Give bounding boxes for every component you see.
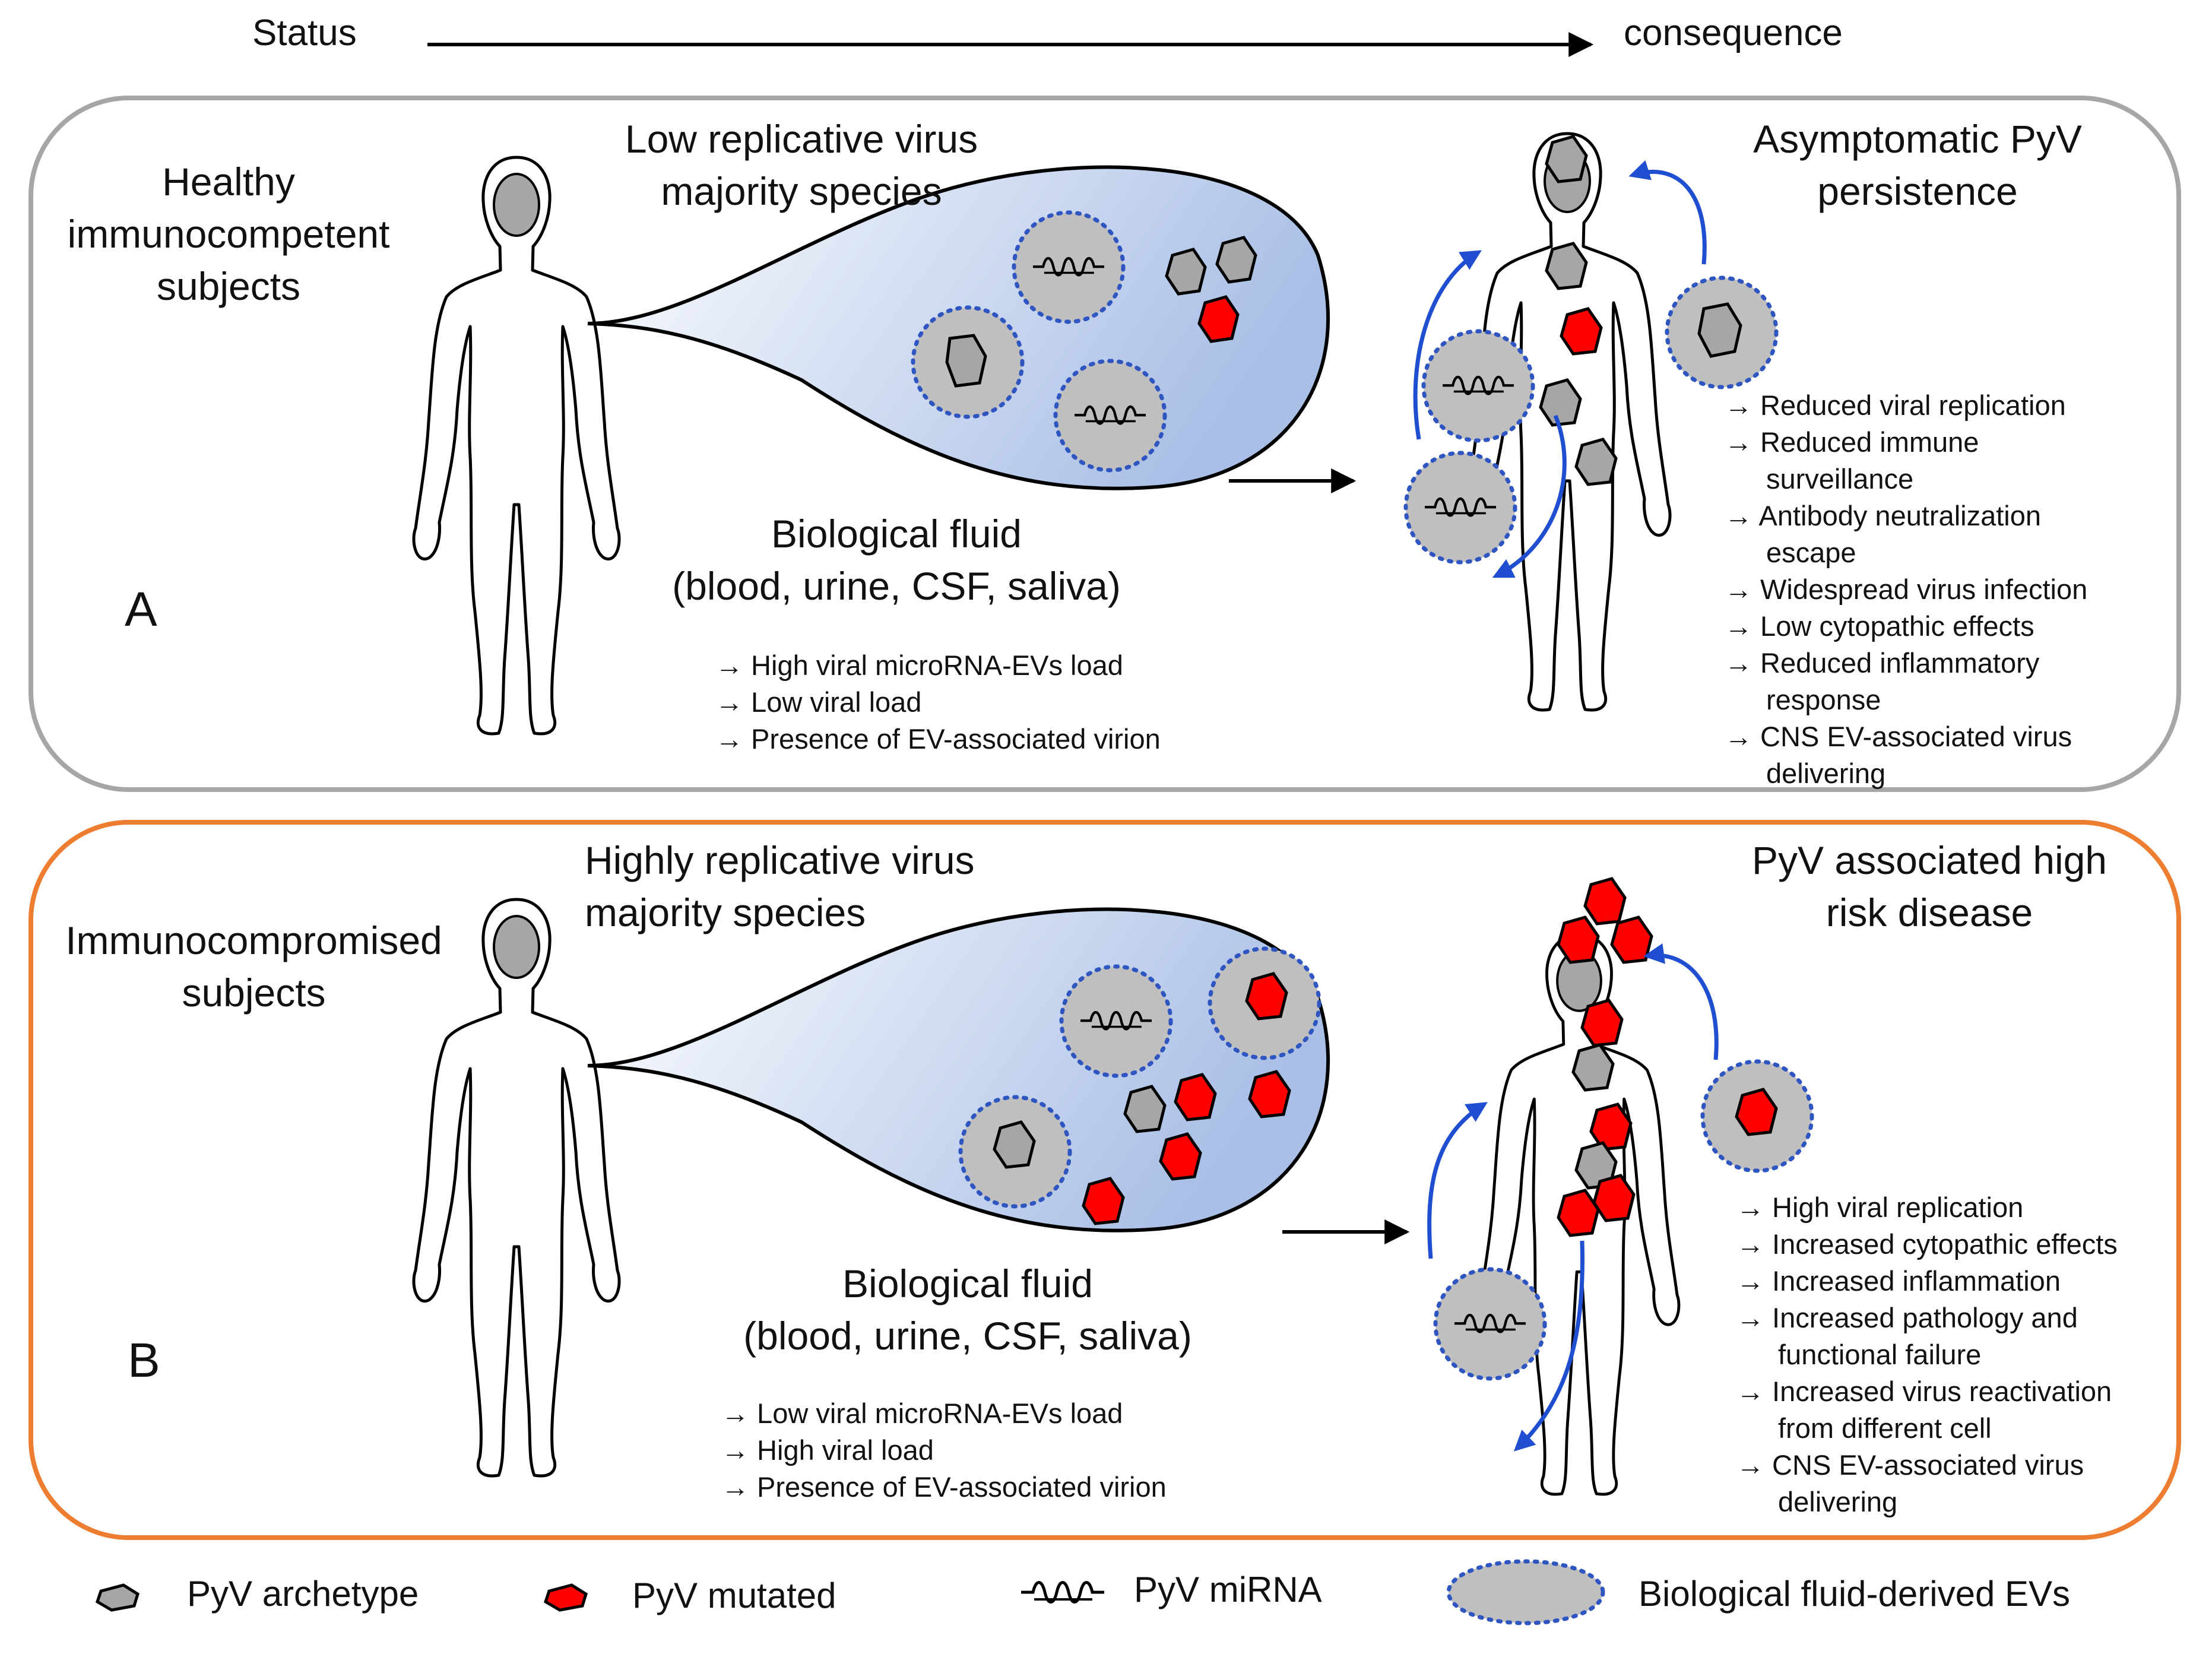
red-hexagon-icon	[1735, 1088, 1778, 1136]
outcome-bullet-line: → Reduced inflammatory	[1725, 647, 2040, 679]
gray-hexagon-icon	[1697, 302, 1742, 358]
outcome-contents-a	[1403, 135, 1779, 578]
fluid-bubble-b	[587, 907, 1330, 1232]
subject-label-b: Immunocompromised subjects	[65, 918, 442, 1015]
outcome-bullet-line: → Increased virus reactivation	[1736, 1376, 2112, 1407]
ev-vesicle-icon	[1446, 1559, 1605, 1626]
gray-hexagon-icon	[1545, 135, 1588, 183]
outcome-bullet-line: → Increased cytopathic effects	[1736, 1228, 2118, 1260]
red-hexagon-icon	[1197, 295, 1240, 343]
gray-hexagon-icon	[1215, 236, 1257, 284]
outcome-bullet-line: escape	[1766, 537, 1856, 568]
blue-arrow	[1427, 1102, 1488, 1259]
head-marker	[493, 173, 540, 237]
virus-title-a: Low replicative virus majority species	[625, 117, 978, 213]
status-label: Status	[252, 12, 357, 53]
outcome-bullet-line: → CNS EV-associated virus	[1736, 1449, 2084, 1481]
fluid-contents-a	[911, 210, 1257, 473]
outcome-bullet-line: → Increased inflammation	[1736, 1265, 2061, 1297]
fluid-bullets-b: → Low viral microRNA-EVs load → High vir…	[721, 1398, 1167, 1503]
blue-arrow	[1492, 414, 1567, 578]
ev-vesicle-icon	[1059, 964, 1173, 1078]
outcome-bullet-line: delivering	[1766, 758, 1886, 789]
fluid-bullets-a: → High viral microRNA-EVs load → Low vir…	[715, 649, 1161, 755]
virus-title-b: Highly replicative virus majority specie…	[585, 838, 975, 934]
gray-hexagon-icon	[1574, 438, 1618, 486]
fluid-contents-b	[958, 946, 1322, 1225]
legend-label-evs: Biological fluid-derived EVs	[1639, 1574, 2071, 1614]
outcome-title-b: PyV associated high risk disease	[1751, 838, 2108, 934]
panel-letter-a: A	[125, 582, 157, 636]
outcome-bullet-line: surveillance	[1766, 463, 1914, 495]
mirna-squiggle-icon	[1021, 1583, 1104, 1602]
panel-a-border	[28, 96, 2181, 792]
outcome-title-a: Asymptomatic PyV persistence	[1753, 117, 2082, 213]
gray-hexagon-icon	[1545, 242, 1588, 290]
red-hexagon-icon	[543, 1583, 588, 1612]
human-figure-a	[414, 157, 619, 734]
outcome-bullet-line: response	[1766, 684, 1881, 715]
legend-label-mutated: PyV mutated	[632, 1576, 836, 1615]
fluid-label-a: Biological fluid (blood, urine, CSF, sal…	[672, 512, 1121, 608]
outcome-contents-b	[1427, 877, 1814, 1452]
red-hexagon-icon	[1560, 307, 1603, 356]
red-hexagon-icon	[1174, 1073, 1217, 1121]
panel-letter-b: B	[128, 1333, 160, 1387]
outcome-bullet-line: → Reduced immune	[1725, 426, 1979, 458]
red-hexagon-icon	[1557, 1189, 1600, 1237]
outcome-bullets-a: → Reduced viral replication → Reduced imm…	[1725, 387, 2087, 792]
subject-label-a: Healthy immunocompetent subjects	[67, 160, 390, 308]
red-hexagon-icon	[1557, 915, 1600, 964]
consequence-label: consequence	[1624, 12, 1843, 53]
red-hexagon-icon	[1248, 1070, 1291, 1118]
outcome-bullet-line: functional failure	[1778, 1339, 1982, 1370]
outcome-bullet-line: from different cell	[1778, 1412, 1992, 1444]
gray-hexagon-icon	[95, 1583, 140, 1612]
gray-hexagon-icon	[1539, 378, 1582, 427]
outcome-bullet-line: → Low cytopathic effects	[1725, 610, 2034, 642]
fluid-label-b: Biological fluid (blood, urine, CSF, sal…	[743, 1262, 1192, 1358]
blue-arrow	[1413, 250, 1482, 440]
red-hexagon-icon	[1610, 915, 1653, 964]
outcome-bullet-line: delivering	[1778, 1486, 1898, 1517]
ev-vesicle-icon	[1403, 451, 1517, 565]
gray-hexagon-icon	[1571, 1043, 1615, 1092]
outcome-bullets-b: → High viral replication → Increased cyto…	[1736, 1189, 2118, 1520]
red-hexagon-icon	[1589, 1102, 1633, 1151]
head-marker	[493, 915, 540, 979]
outcome-bullet-line: → CNS EV-associated virus	[1725, 721, 2072, 752]
red-hexagon-icon	[1245, 972, 1288, 1021]
legend-icons	[95, 1559, 1605, 1626]
gray-hexagon-icon	[1165, 248, 1207, 296]
ev-vesicle-icon	[1012, 210, 1126, 324]
red-hexagon-icon	[1082, 1177, 1125, 1225]
blue-arrow	[1643, 943, 1719, 1060]
outcome-bullet-line: → Reduced viral replication	[1725, 389, 2066, 421]
outcome-bullet-line: → Widespread virus infection	[1725, 573, 2088, 605]
panel-b-border	[28, 820, 2181, 1540]
gray-hexagon-icon	[1123, 1085, 1167, 1133]
blue-arrow	[1513, 1240, 1584, 1452]
ev-vesicle-icon	[1433, 1267, 1547, 1381]
ev-vesicle-icon	[1421, 329, 1535, 443]
outcome-bullet-line: → High viral replication	[1736, 1192, 2024, 1223]
ev-vesicle-icon	[1053, 359, 1167, 473]
legend-label-mirna: PyV miRNA	[1134, 1570, 1322, 1609]
legend-label-archetype: PyV archetype	[187, 1574, 419, 1614]
red-hexagon-icon	[1592, 1174, 1636, 1222]
red-hexagon-icon	[1159, 1132, 1202, 1181]
gray-hexagon-icon	[993, 1120, 1036, 1169]
blue-arrow	[1628, 160, 1707, 265]
outcome-bullet-line: → Increased pathology and	[1736, 1302, 2078, 1333]
gray-hexagon-icon	[945, 334, 987, 388]
red-hexagon-icon	[1580, 999, 1624, 1047]
red-hexagon-icon	[1583, 877, 1627, 926]
outcome-bullet-line: → Antibody neutralization	[1725, 500, 2041, 531]
